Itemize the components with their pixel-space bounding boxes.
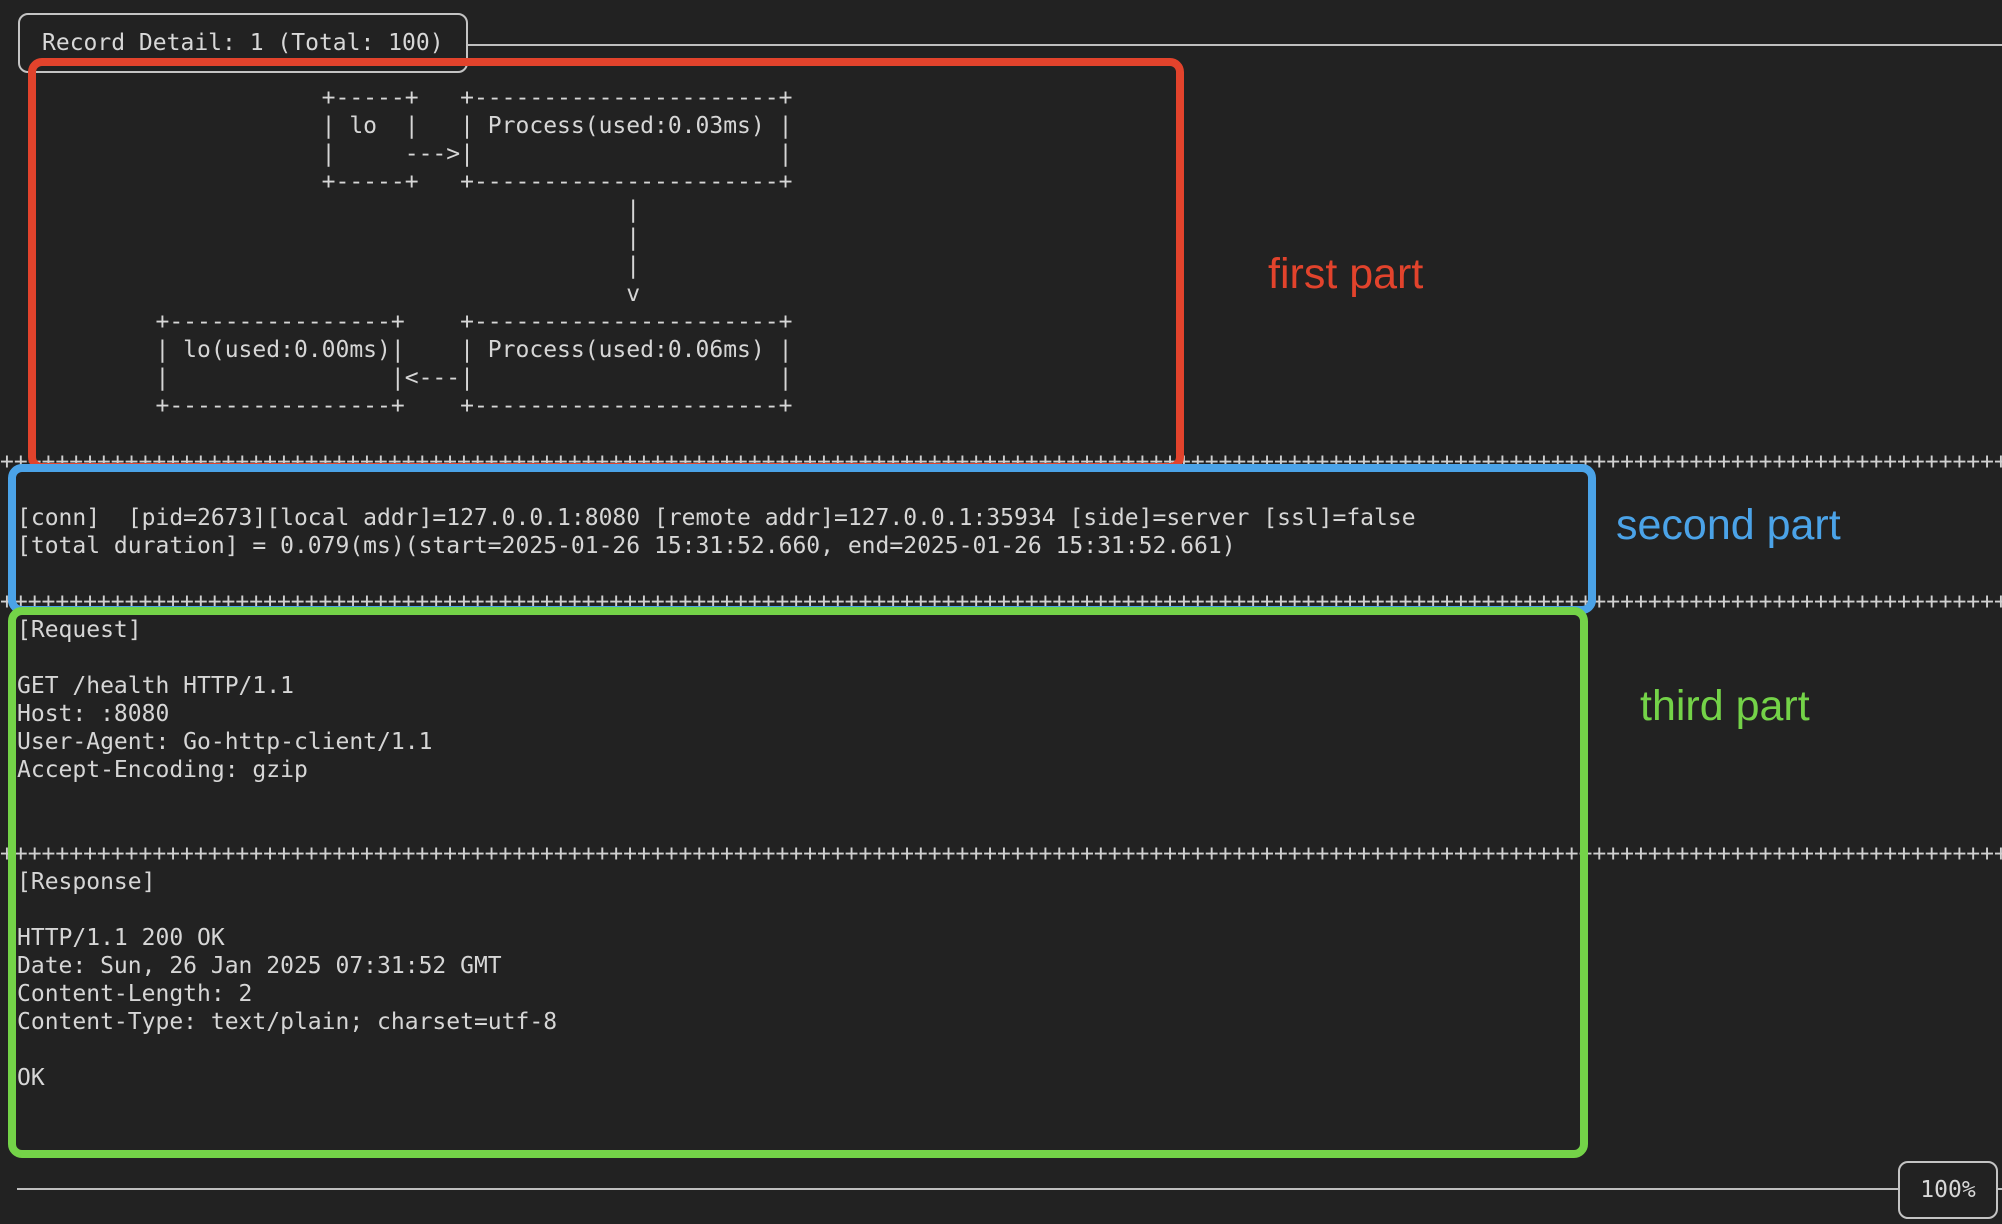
third-part-label: third part [1640,682,1810,730]
response-section: [Response] HTTP/1.1 200 OK Date: Sun, 26… [17,869,558,1091]
first-part-label: first part [1268,250,1424,298]
window-bottom-border [17,1188,2002,1190]
record-detail-title: Record Detail: 1 (Total: 100) [42,30,444,56]
scroll-percent-value: 100% [1920,1177,1976,1203]
record-detail-title-tab: Record Detail: 1 (Total: 100) [18,13,468,73]
separator-row-2: ++++++++++++++++++++++++++++++++++++++++… [0,589,2002,615]
request-section: [Request] GET /health HTTP/1.1 Host: :80… [17,617,433,783]
scroll-percent-badge: 100% [1898,1161,1998,1219]
conn-summary: [conn] [pid=2673][local addr]=127.0.0.1:… [17,505,1416,559]
window-top-border [440,44,2002,46]
separator-row-3: ++++++++++++++++++++++++++++++++++++++++… [0,841,2002,867]
second-part-label: second part [1616,501,1841,549]
ascii-flow-diagram: +-----+ +----------------------+ | lo | … [155,85,793,419]
separator-row-1: ++++++++++++++++++++++++++++++++++++++++… [0,449,2002,475]
